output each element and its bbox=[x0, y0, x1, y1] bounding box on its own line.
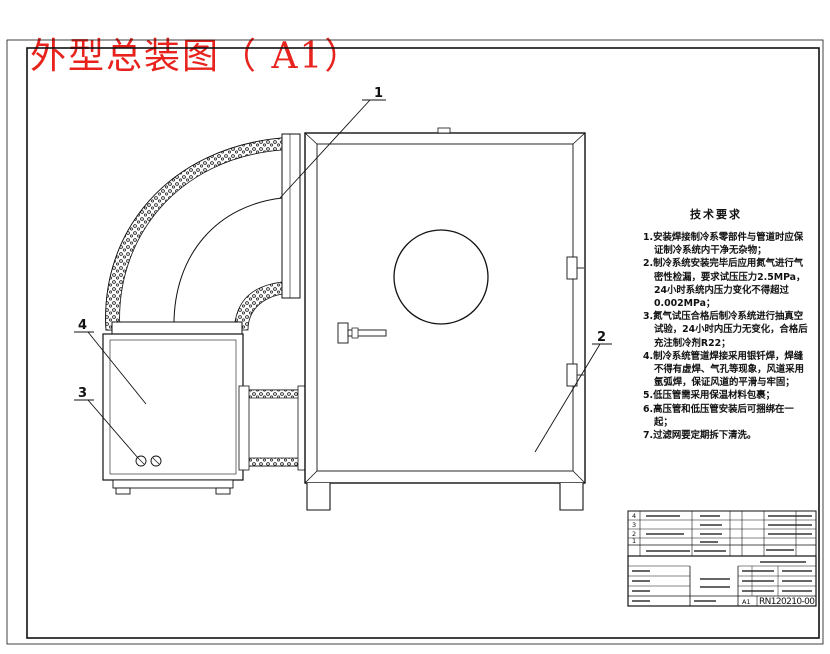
elbow-duct bbox=[105, 133, 301, 335]
tech-requirement-item: 1.安装焊接制冷系零部件与管道时应保证制冷系统内干净无杂物； bbox=[643, 232, 804, 257]
callout-2: 2 bbox=[597, 330, 606, 345]
inner-border bbox=[26, 47, 820, 639]
tech-requirement-item: 3.氮气试压合格后制冷系统进行抽真空试验，24小时内压力无变化，合格后充注制冷剂… bbox=[643, 311, 808, 349]
drawing-title: 外型总装图（ A1） bbox=[30, 36, 363, 77]
sheet-size: A1 bbox=[742, 598, 751, 606]
hinge-lower bbox=[566, 363, 578, 387]
callout-1: 1 bbox=[374, 86, 383, 101]
callout-3: 3 bbox=[78, 386, 87, 401]
callout-4: 4 bbox=[78, 318, 87, 333]
title-block bbox=[627, 555, 817, 607]
tech-requirement-item: 5.低压管需采用保温材料包裹； bbox=[643, 390, 775, 402]
drawing-number: RN120210-00 bbox=[759, 597, 815, 607]
tech-requirement-item: 6.高压管和低压管安装后可捆绑在一起； bbox=[643, 403, 794, 428]
parts-row-3: 3 bbox=[632, 521, 636, 529]
tech-requirements-list: 1.安装焊接制冷系零部件与管道时应保证制冷系统内干净无杂物； 2.制冷系统安装完… bbox=[643, 231, 811, 442]
parts-row-2: 2 bbox=[632, 530, 636, 538]
hinge-upper bbox=[566, 256, 578, 280]
left-unit-box bbox=[102, 333, 244, 495]
parts-row-1: 1 bbox=[632, 537, 636, 545]
tech-requirement-item: 7.过滤网要定期拆下清洗。 bbox=[643, 430, 757, 442]
tech-requirement-item: 4.制冷系统管道焊接采用银钎焊，焊缝不得有虚焊、气孔等现象，风道采用氩弧焊，保证… bbox=[643, 350, 805, 389]
parts-list bbox=[627, 510, 817, 557]
main-cabinet bbox=[304, 127, 586, 511]
tech-requirement-item: 2.制冷系统安装完毕后应用氮气进行气密性检漏，要求试压压力2.5MPa，24小时… bbox=[643, 258, 806, 310]
parts-row-4: 4 bbox=[632, 512, 636, 520]
door-handle bbox=[337, 322, 349, 344]
tech-requirements-heading: 技术要求 bbox=[690, 208, 742, 221]
outer-border bbox=[6, 39, 824, 645]
connecting-duct bbox=[238, 385, 307, 471]
viewing-window bbox=[393, 229, 489, 325]
leader-lines bbox=[74, 99, 612, 459]
